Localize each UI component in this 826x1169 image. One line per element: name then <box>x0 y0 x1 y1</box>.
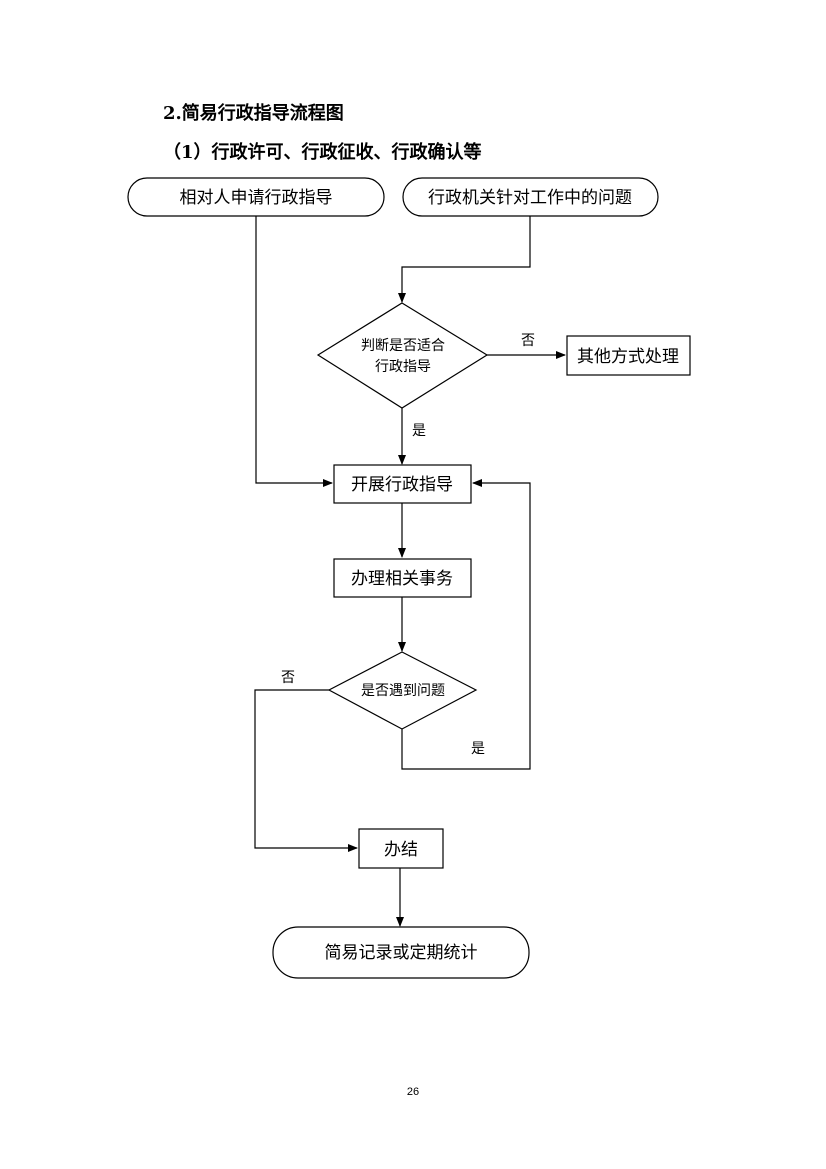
edge-label-decision2-no: 否 <box>281 670 295 686</box>
page-number: 26 <box>406 1086 420 1098</box>
node-handle: 办理相关事务 <box>333 558 472 598</box>
edge-left-start-to-conduct <box>255 216 333 487</box>
node-other-way: 其他方式处理 <box>566 335 691 376</box>
node-start-right: 行政机关针对工作中的问题 <box>402 177 659 217</box>
node-decision-suitable-line2: 行政指导 <box>375 359 431 375</box>
edge-right-start-to-decision1 <box>398 216 531 303</box>
node-handle-label: 办理相关事务 <box>351 569 453 589</box>
node-decision-problem: 是否遇到问题 <box>327 651 478 730</box>
edge-label-decision1-yes: 是 <box>412 423 426 439</box>
node-finish: 办结 <box>358 828 444 869</box>
connectors <box>254 216 566 927</box>
edge-decision2-yes <box>401 479 531 770</box>
node-finish-label: 办结 <box>384 840 418 860</box>
node-end: 简易记录或定期统计 <box>272 926 530 979</box>
node-start-left: 相对人申请行政指导 <box>127 177 385 217</box>
node-conduct: 开展行政指导 <box>333 464 472 504</box>
edge-label-decision1-no: 否 <box>521 333 535 349</box>
node-conduct-label: 开展行政指导 <box>351 475 453 495</box>
edge-decision2-no <box>254 689 358 852</box>
node-decision-problem-label: 是否遇到问题 <box>361 683 445 699</box>
node-decision-suitable-line1: 判断是否适合 <box>361 338 445 354</box>
node-start-right-label: 行政机关针对工作中的问题 <box>428 188 632 208</box>
node-decision-suitable: 判断是否适合 行政指导 <box>316 302 489 409</box>
section-title: 2.简易行政指导流程图 <box>163 103 344 124</box>
node-end-label: 简易记录或定期统计 <box>325 943 478 963</box>
node-start-left-label: 相对人申请行政指导 <box>180 188 333 208</box>
node-other-way-label: 其他方式处理 <box>577 347 679 367</box>
section-subtitle: （1）行政许可、行政征收、行政确认等 <box>163 142 482 163</box>
edge-label-decision2-yes: 是 <box>471 741 485 757</box>
